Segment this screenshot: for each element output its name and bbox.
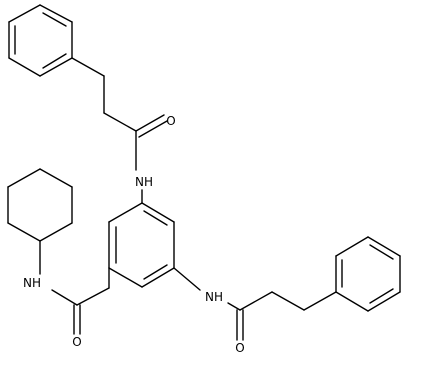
oxygen-left-label: O [72, 335, 81, 349]
right-phenyl-ring [335, 236, 401, 312]
nh-right-label: NH [205, 290, 223, 304]
oxygen-bottom-label: O [235, 341, 244, 355]
nh-left-label: NH [23, 276, 41, 290]
right-propanoyl-chain [173, 267, 337, 341]
central-benzene-ring [108, 202, 175, 288]
oxygen-top-label: O [166, 114, 175, 128]
cyclohexyl-amide [39, 240, 110, 335]
top-propanoyl-chain [71, 57, 168, 171]
top-phenyl-ring [8, 4, 73, 77]
cyclohexyl-ring [7, 168, 73, 242]
nh-top-label: NH [135, 175, 153, 189]
